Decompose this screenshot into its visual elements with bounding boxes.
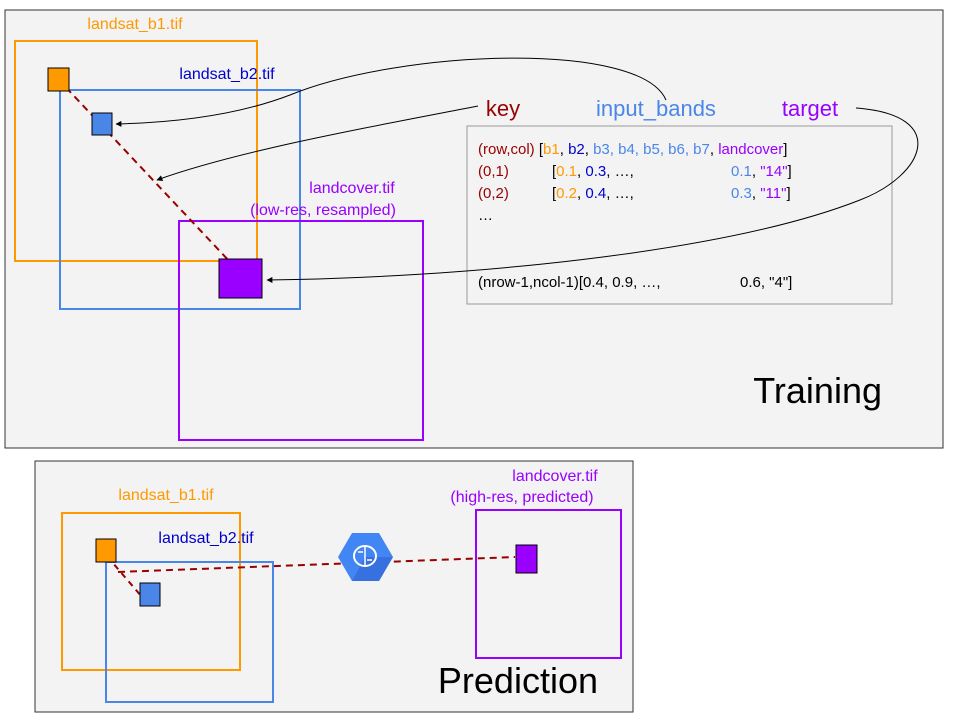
training-landcover-pixel: [218, 258, 263, 299]
table-row-2-values: [0.2, 0.4, …,: [552, 185, 634, 202]
table-row-1-key: (0,1): [478, 163, 509, 180]
table-header-b1: b1: [543, 141, 560, 158]
prediction-title: Prediction: [438, 660, 598, 701]
prediction-b1-frame: [61, 512, 241, 671]
training-b1-pixel: [47, 67, 70, 92]
table-last-row-values: (nrow-1,ncol-1)[0.4, 0.9, …,: [478, 274, 661, 291]
training-landcover-sublabel: (low-res, resampled): [250, 202, 396, 219]
table-row-1-target: 0.1, "14"]: [731, 163, 792, 180]
key-to-pixel-arrow: [156, 105, 479, 181]
table-header-landcover: landcover: [718, 141, 783, 158]
table-row-2-key: (0,2): [478, 185, 509, 202]
training-title: Training: [753, 370, 882, 411]
table-header-other-bands: b3, b4, b5, b6, b7: [593, 141, 710, 158]
prediction-landcover-pixel: [515, 544, 538, 574]
prediction-landcover-label: landcover.tif: [512, 468, 598, 485]
prediction-b1-pixel: [95, 538, 117, 563]
ml-brain-icon-shadow: [352, 557, 393, 581]
training-panel-background: [4, 9, 944, 449]
training-panel: landsat_b1.tif landsat_b2.tif landcover.…: [4, 9, 944, 449]
input-bands-label: input_bands: [596, 96, 716, 121]
table-header-open: [: [539, 141, 544, 158]
training-b2-label: landsat_b2.tif: [179, 66, 275, 83]
training-b2-pixel: [91, 112, 113, 136]
prediction-b2-label: landsat_b2.tif: [158, 530, 254, 547]
prediction-landcover-sublabel: (high-res, predicted): [450, 489, 593, 506]
key-label: key: [486, 96, 520, 121]
prediction-flow-line: [117, 556, 516, 573]
prediction-b2-pixel: [139, 582, 161, 607]
input-bands-to-b2-arrow: [115, 57, 667, 127]
prediction-panel: landsat_b1.tif landsat_b2.tif landcover.…: [34, 460, 634, 713]
prediction-b1-label: landsat_b1.tif: [118, 487, 214, 504]
table-ellipsis-row: …: [478, 207, 493, 224]
table-header-row: (row,col) [b1, b2, b3, b4, b5, b6, b7, l…: [478, 141, 787, 158]
table-header-key: (row,col): [478, 141, 535, 158]
target-label: target: [782, 96, 838, 121]
training-landcover-label: landcover.tif: [309, 180, 395, 197]
table-last-row-target: 0.6, "4"]: [740, 274, 792, 291]
training-table-frame: [466, 125, 893, 305]
prediction-landcover-frame: [475, 509, 622, 659]
table-header-b2: b2: [568, 141, 585, 158]
table-row-1-values: [0.1, 0.3, …,: [552, 163, 634, 180]
training-b1-label: landsat_b1.tif: [87, 16, 183, 33]
training-landcover-frame: [178, 220, 424, 441]
target-to-landcover-arrow: [266, 107, 919, 283]
table-row-2-target: 0.3, "11"]: [731, 185, 791, 202]
ml-brain-icon: [338, 533, 393, 581]
prediction-b2-frame: [105, 561, 274, 703]
